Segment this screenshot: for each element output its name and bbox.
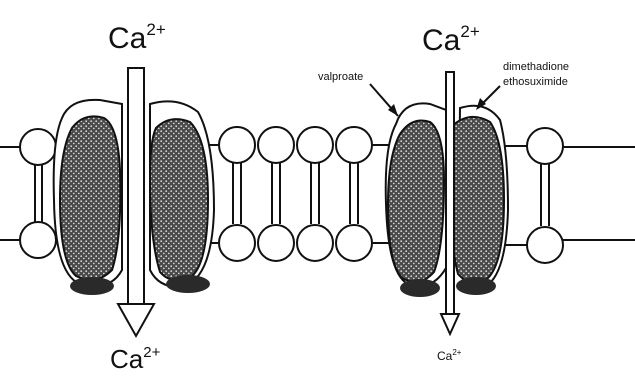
channel-subunit-right (150, 119, 208, 280)
lipid-molecule (258, 127, 294, 261)
lipid-molecule (527, 128, 563, 263)
lipid-molecule (219, 127, 255, 261)
valproate-label: valproate (318, 71, 363, 83)
channel-base-shadow (400, 279, 440, 297)
calcium-influx-arrow (118, 68, 154, 336)
calcium-ion-label-right-top: Ca2+ (422, 22, 480, 57)
dimethadione-label: dimethadione (503, 61, 569, 73)
calcium-ion-label-left-bottom: Ca2+ (110, 344, 161, 374)
calcium-ion-label-left-top: Ca2+ (108, 20, 166, 55)
channel-base-shadow (166, 275, 210, 293)
lipid-molecule (20, 129, 56, 258)
lipid-molecule (336, 127, 372, 261)
calcium-channel-open (54, 68, 214, 336)
lipid-molecule (297, 127, 333, 261)
channel-subunit-left (60, 116, 120, 279)
channel-subunit-left (388, 121, 444, 282)
calcium-ion-label-right-bottom: Ca2+ (437, 348, 462, 363)
channel-base-shadow (70, 277, 114, 295)
calcium-channel-blocked (370, 72, 508, 334)
channel-base-shadow (456, 277, 496, 295)
ethosuximide-label: ethosuximide (503, 76, 568, 88)
channel-subunit-right (450, 117, 504, 282)
